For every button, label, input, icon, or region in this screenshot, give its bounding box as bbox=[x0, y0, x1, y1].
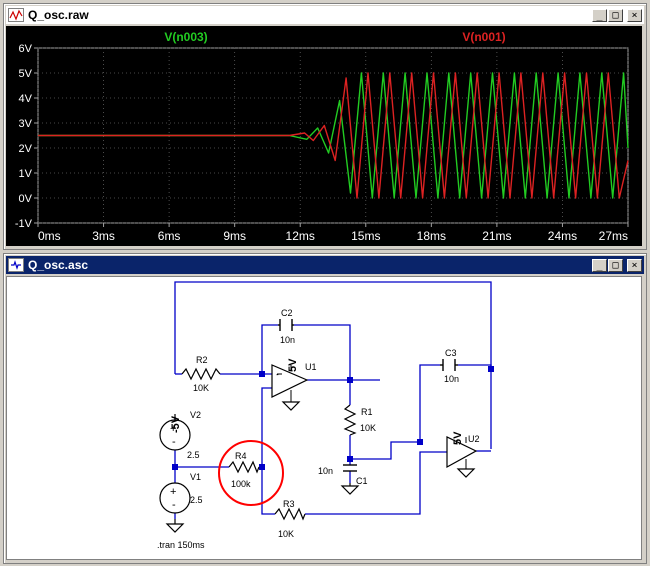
label-v2-value: -5V bbox=[170, 415, 182, 433]
label-r2-value: 10K bbox=[193, 383, 209, 393]
spice-directive: .tran 150ms bbox=[157, 540, 205, 550]
y-tick-label: 0V bbox=[19, 193, 33, 205]
resistor-r3 bbox=[274, 507, 306, 521]
svg-text:-: - bbox=[172, 436, 176, 448]
x-tick-label: 18ms bbox=[417, 229, 446, 243]
schematic-drawing[interactable]: - + - + - bbox=[7, 277, 643, 561]
x-tick-label: 0ms bbox=[38, 229, 61, 243]
minimize-button[interactable]: _ bbox=[592, 258, 607, 272]
label-u1: U1 bbox=[305, 362, 317, 372]
maximize-button[interactable]: □ bbox=[608, 258, 623, 272]
ground-symbols bbox=[165, 401, 476, 533]
label-c3-value: 10n bbox=[444, 374, 459, 384]
y-tick-label: 3V bbox=[19, 118, 33, 130]
voltage-sources: + - + - bbox=[159, 417, 191, 514]
plot-window-titlebar[interactable]: Q_osc.raw _ □ × bbox=[6, 6, 644, 24]
schematic-window[interactable]: Q_osc.asc _ □ × bbox=[3, 253, 647, 564]
opamp-pins: - bbox=[276, 365, 467, 469]
label-c1: C1 bbox=[356, 476, 368, 486]
label-c3: C3 bbox=[445, 348, 457, 358]
opamp-u2 bbox=[446, 436, 478, 469]
x-tick-label: 15ms bbox=[351, 229, 380, 243]
schematic-window-titlebar[interactable]: Q_osc.asc _ □ × bbox=[6, 256, 644, 274]
label-v2: V2 bbox=[190, 410, 201, 420]
series-line-vn001 bbox=[38, 72, 629, 199]
x-tick-label: 6ms bbox=[158, 229, 181, 243]
voltage-source-v1 bbox=[159, 482, 191, 514]
svg-text:-: - bbox=[276, 370, 279, 379]
label-r2: R2 bbox=[196, 355, 208, 365]
resistor-r1 bbox=[343, 404, 357, 436]
label-r1-value: 10K bbox=[360, 423, 376, 433]
highlight-circle-r4 bbox=[218, 440, 284, 506]
close-button[interactable]: × bbox=[627, 258, 642, 272]
label-r4-value: 100k bbox=[231, 479, 251, 489]
x-tick-label: 27ms bbox=[599, 229, 628, 243]
waveform-plot[interactable]: 6V 5V 4V 3V 2V 1V 0V -1V 0ms 3ms 6ms 9ms 12ms 15ms 18m… bbox=[6, 26, 642, 246]
x-tick-label: 24ms bbox=[548, 229, 577, 243]
opamps bbox=[271, 364, 478, 469]
label-u2: U2 bbox=[468, 434, 480, 444]
y-tick-label: -1V bbox=[15, 218, 33, 230]
plot-window-title: Q_osc.raw bbox=[28, 8, 89, 22]
y-tick-label: 4V bbox=[19, 93, 33, 105]
label-c2-value: 10n bbox=[280, 335, 295, 345]
label-u2-supply: 5V bbox=[452, 431, 464, 445]
legend-entry: V(n001) bbox=[462, 30, 505, 44]
waveform-app-icon bbox=[8, 8, 24, 22]
label-r1: R1 bbox=[361, 407, 373, 417]
x-tick-label: 9ms bbox=[223, 229, 246, 243]
y-tick-label: 1V bbox=[19, 168, 33, 180]
component-labels: C2 10n R2 10K U1 5V R1 10K C1 10n C3 10n… bbox=[157, 308, 480, 550]
svg-text:-: - bbox=[172, 499, 176, 511]
resistors bbox=[181, 367, 357, 521]
opamp-u1 bbox=[271, 364, 309, 398]
schematic-canvas[interactable]: - + - + - bbox=[6, 276, 642, 560]
legend-entry: V(n003) bbox=[164, 30, 207, 44]
close-button[interactable]: × bbox=[627, 8, 642, 22]
label-r3: R3 bbox=[283, 499, 295, 509]
label-c2: C2 bbox=[281, 308, 293, 318]
label-node-2-5: 2.5 bbox=[187, 450, 200, 460]
label-r4: R4 bbox=[235, 451, 247, 461]
label-u1-supply: 5V bbox=[287, 358, 299, 372]
junctions bbox=[172, 366, 494, 470]
series-line-vn003 bbox=[38, 72, 629, 199]
maximize-button[interactable]: □ bbox=[608, 8, 623, 22]
svg-text:+: + bbox=[170, 423, 176, 435]
label-c1-value: 10n bbox=[318, 466, 333, 476]
schematic-app-icon bbox=[8, 258, 24, 272]
resistor-r2 bbox=[181, 367, 221, 381]
resistor-r4 bbox=[228, 460, 260, 474]
capacitors bbox=[278, 319, 458, 472]
label-v1-value: 2.5 bbox=[190, 495, 203, 505]
label-r3-value: 10K bbox=[278, 529, 294, 539]
minimize-button[interactable]: _ bbox=[592, 8, 607, 22]
x-tick-label: 12ms bbox=[286, 229, 315, 243]
label-v1: V1 bbox=[190, 472, 201, 482]
svg-text:+: + bbox=[170, 486, 176, 498]
y-tick-label: 5V bbox=[19, 68, 33, 80]
y-tick-label: 2V bbox=[19, 143, 33, 155]
x-tick-label: 21ms bbox=[482, 229, 511, 243]
y-tick-label: 6V bbox=[19, 43, 33, 55]
schematic-window-title: Q_osc.asc bbox=[28, 258, 89, 272]
wires bbox=[174, 281, 492, 519]
x-tick-label: 3ms bbox=[92, 229, 115, 243]
